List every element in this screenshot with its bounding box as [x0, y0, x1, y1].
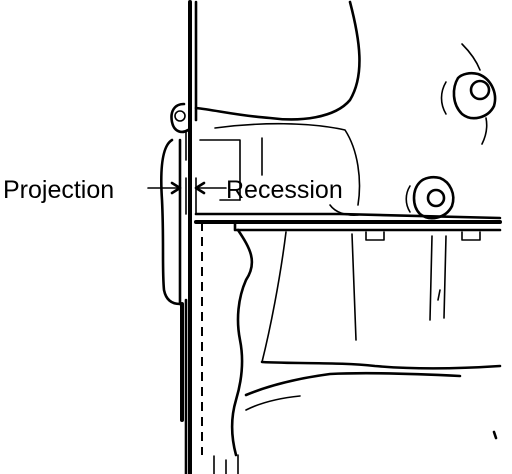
lower-bolt-boss: [405, 175, 455, 220]
projection-label: Projection: [3, 176, 114, 204]
measurement-indicators: [147, 177, 227, 215]
detail-marks: [492, 430, 498, 440]
oil-pan-body: [213, 228, 502, 474]
oil-pan-flange: [194, 212, 502, 232]
recession-label: Recession: [226, 176, 343, 204]
flange-bolts: [365, 231, 481, 241]
block-face: [188, 0, 198, 474]
upper-bolt-boss: [440, 43, 497, 145]
seal-retainer: [160, 102, 190, 474]
